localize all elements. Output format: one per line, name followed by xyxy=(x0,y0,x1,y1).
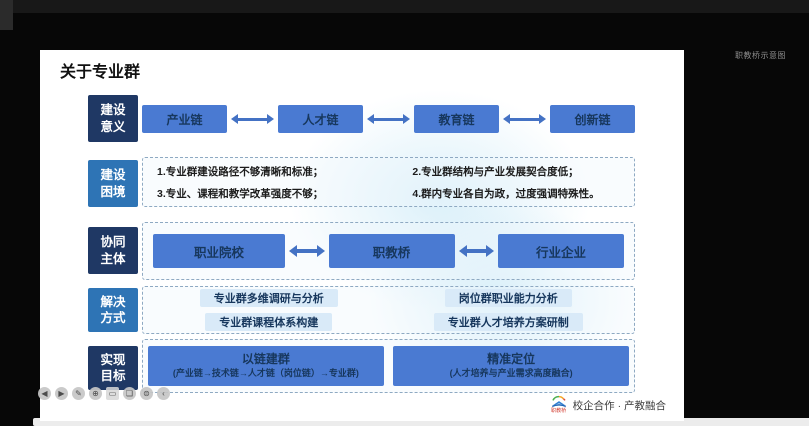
double-arrow-icon xyxy=(363,114,414,124)
presenter-watermark: 职教桥示意图 xyxy=(735,51,786,60)
row-label-construction-significance: 建设 意义 xyxy=(88,95,138,142)
presentation-slide: 关于专业群 建设 意义 产业链 人才链 教育链 创新链 建设 困境 1.专业群建… xyxy=(40,50,684,421)
chain-box-innovation: 创新链 xyxy=(550,105,635,133)
screen-bottom-strip xyxy=(33,418,809,426)
laser-pointer-button[interactable]: ⊕ xyxy=(89,387,102,400)
next-icon: ▶ xyxy=(58,388,65,398)
goal-title: 以链建群 xyxy=(241,352,290,367)
dilemma-panel: 1.专业群建设路径不够清晰和标准； 2.专业群结构与产业发展契合度低； 3.专业… xyxy=(142,157,635,207)
brand-footer: 职教桥 校企合作 · 产教融合 xyxy=(550,395,666,414)
goal-box-chain-building: 以链建群 (产业链→技术链→人才链（岗位链）→专业群) xyxy=(148,346,384,386)
brand-logo: 职教桥 xyxy=(550,395,568,414)
annotation-toolbar: ◀ ▶ ✎ ⊕ ▭ ❏ ⊜ ‹ xyxy=(38,387,170,400)
chain-box-talent: 人才链 xyxy=(278,105,363,133)
goal-panel: 以链建群 (产业链→技术链→人才链（岗位链）→专业群) 精准定位 (人才培养与产… xyxy=(142,339,635,393)
goal-subtitle: (人才培养与产业需求高度融合) xyxy=(449,367,573,378)
next-slide-button[interactable]: ▶ xyxy=(55,387,68,400)
solution-item: 专业群多维调研与分析 xyxy=(199,289,338,307)
collab-box-industry-enterprises: 行业企业 xyxy=(498,234,624,268)
pen-icon: ✎ xyxy=(75,388,82,398)
double-arrow-icon xyxy=(455,245,499,257)
solution-item: 岗位群职业能力分析 xyxy=(444,289,572,307)
row-label-solution-methods: 解决 方式 xyxy=(88,288,138,332)
brand-logo-caption: 职教桥 xyxy=(551,408,567,414)
double-arrow-icon xyxy=(285,245,329,257)
dilemma-item: 3.专业、课程和教学改革强度不够； xyxy=(157,187,324,200)
collab-box-vocational-colleges: 职业院校 xyxy=(153,234,285,268)
row-label-construction-dilemma: 建设 困境 xyxy=(88,160,138,207)
collapse-toolbar-button[interactable]: ‹ xyxy=(157,387,170,400)
collapse-icon: ‹ xyxy=(162,388,165,398)
dilemma-item: 4.群内专业各自为政，过度强调特殊性。 xyxy=(412,187,600,200)
solution-item: 专业群课程体系构建 xyxy=(205,313,333,331)
comment-icon: ❏ xyxy=(125,388,134,398)
solution-item: 专业群人才培养方案研制 xyxy=(433,313,583,331)
previous-slide-button[interactable]: ◀ xyxy=(38,387,51,400)
solution-panel: 专业群多维调研与分析 岗位群职业能力分析 专业群课程体系构建 专业群人才培养方案… xyxy=(142,286,635,334)
eraser-button[interactable]: ▭ xyxy=(106,387,119,400)
slide-title: 关于专业群 xyxy=(60,64,141,81)
eraser-icon: ▭ xyxy=(108,388,117,398)
row-label-achieve-goals: 实现 目标 xyxy=(88,346,138,390)
brand-logo-icon xyxy=(551,395,566,408)
goal-subtitle: (产业链→技术链→人才链（岗位链）→专业群) xyxy=(172,367,359,378)
chain-box-industry: 产业链 xyxy=(142,105,227,133)
dilemma-item: 2.专业群结构与产业发展契合度低； xyxy=(412,165,579,178)
more-tools-button[interactable]: ⊜ xyxy=(140,387,153,400)
more-tools-icon: ⊜ xyxy=(143,388,150,398)
brand-slogan: 校企合作 · 产教融合 xyxy=(572,400,666,412)
collaboration-panel: 职业院校 职教桥 行业企业 xyxy=(142,222,635,280)
player-top-bar xyxy=(0,0,809,13)
comment-button[interactable]: ❏ xyxy=(123,387,136,400)
previous-icon: ◀ xyxy=(41,388,48,398)
dilemma-item: 1.专业群建设路径不够清晰和标准； xyxy=(157,165,324,178)
row-label-collaborative-subjects: 协同 主体 xyxy=(88,227,138,274)
chain-row: 产业链 人才链 教育链 创新链 xyxy=(142,105,635,133)
pen-tool-button[interactable]: ✎ xyxy=(72,387,85,400)
player-corner-artifact xyxy=(0,0,13,30)
double-arrow-icon xyxy=(499,114,550,124)
chain-box-education: 教育链 xyxy=(414,105,499,133)
goal-box-precise-positioning: 精准定位 (人才培养与产业需求高度融合) xyxy=(393,346,629,386)
goal-title: 精准定位 xyxy=(487,352,536,367)
double-arrow-icon xyxy=(227,114,278,124)
laser-pointer-icon: ⊕ xyxy=(92,388,99,398)
collab-box-zhijiaoqiao: 职教桥 xyxy=(328,234,455,268)
